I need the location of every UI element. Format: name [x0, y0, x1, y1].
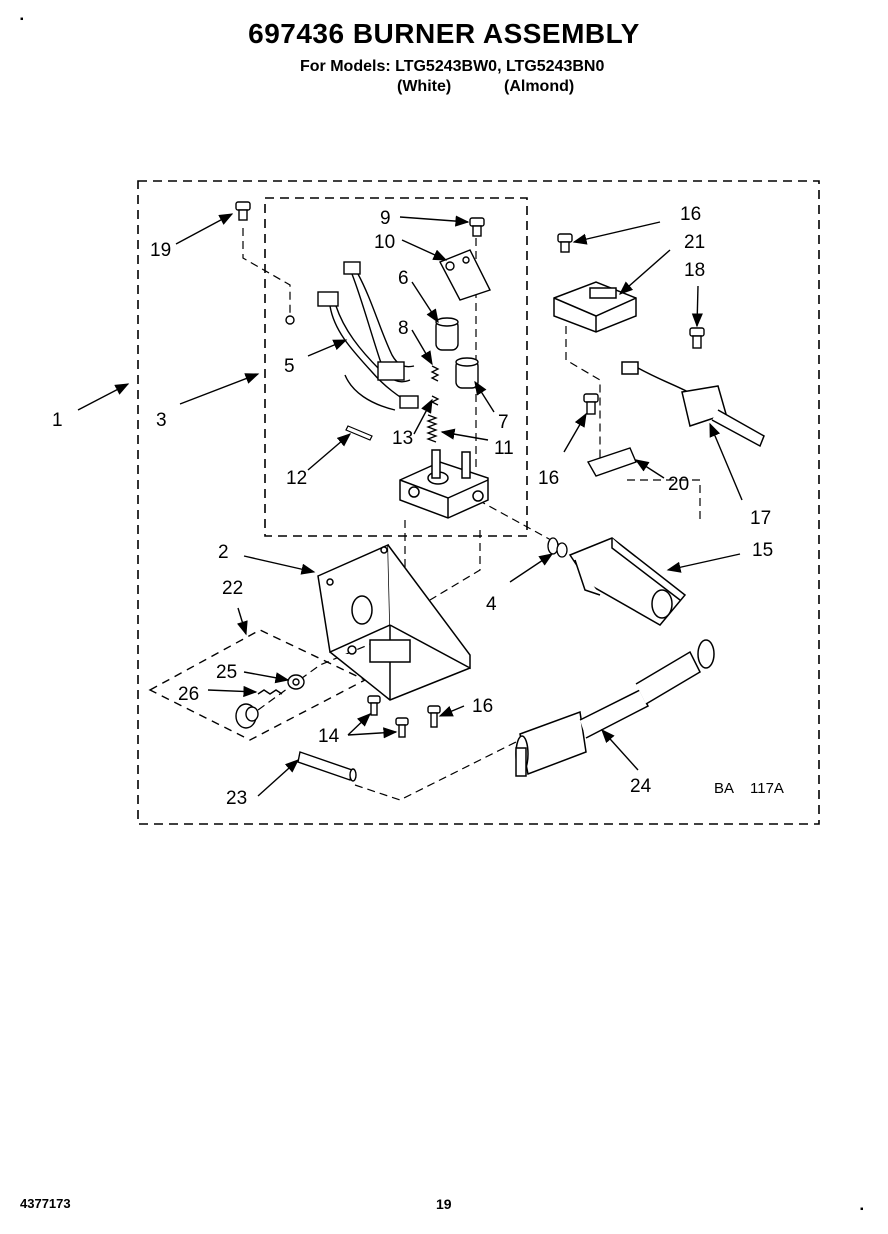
- callout-15: 15: [752, 540, 773, 561]
- callout-16-mid: 16: [538, 468, 559, 489]
- nut-25: [287, 674, 305, 690]
- spring-13-top: [430, 395, 440, 406]
- burner-tube-15: [568, 537, 687, 626]
- screw-14a: [367, 695, 381, 716]
- spring-26: [257, 689, 283, 695]
- callout-13: 13: [392, 428, 413, 449]
- outer-assembly-frame: [137, 180, 820, 825]
- screw-16-top: [557, 233, 573, 253]
- callout-labels: 1 2 3 4 5 6 7 8 9 10 11 12 13 14 15 16 1…: [52, 204, 784, 809]
- diagram-ref: 117A: [750, 780, 784, 797]
- corner-mark-bottom: ▪: [860, 1204, 864, 1215]
- coil-7: [455, 357, 479, 389]
- page-title: 697436 BURNER ASSEMBLY: [248, 18, 640, 49]
- callout-5: 5: [284, 356, 295, 377]
- gas-pipe-24: [515, 639, 715, 777]
- screw-18: [689, 327, 705, 349]
- callout-24: 24: [630, 776, 652, 797]
- callout-1: 1: [52, 410, 63, 431]
- screw-14b: [395, 717, 409, 738]
- spring-11: [426, 414, 438, 443]
- screw-9: [469, 217, 485, 237]
- callout-16-bottom: 16: [472, 696, 493, 717]
- gas-valve: [399, 449, 489, 519]
- callout-9: 9: [380, 208, 391, 229]
- callout-25: 25: [216, 662, 237, 683]
- bracket-10: [439, 249, 491, 301]
- callout-6: 6: [398, 268, 409, 289]
- callout-11: 11: [494, 438, 514, 459]
- model-numbers: For Models: LTG5243BW0, LTG5243BN0: [300, 58, 605, 75]
- wire-harness-5: [285, 261, 419, 411]
- callout-4: 4: [486, 594, 497, 615]
- callout-12: 12: [286, 468, 307, 489]
- screw-16-bottom: [427, 705, 441, 728]
- mounting-bracket-2: [317, 543, 471, 701]
- igniter-17: [621, 361, 765, 448]
- color-white-label: (White): [397, 78, 452, 95]
- document-number: 4377173: [20, 1196, 71, 1211]
- callout-16-top: 16: [680, 204, 701, 225]
- callout-3: 3: [156, 410, 167, 431]
- callout-22: 22: [222, 578, 243, 599]
- clamp-26: [235, 703, 259, 729]
- callout-8: 8: [398, 318, 409, 339]
- callout-18: 18: [684, 260, 705, 281]
- diagram-code: BA: [714, 780, 734, 797]
- screw-16-mid: [583, 393, 599, 415]
- flame-sensor-21: [553, 281, 637, 333]
- callout-26: 26: [178, 684, 199, 705]
- callout-21: 21: [684, 232, 705, 253]
- callout-19: 19: [150, 240, 171, 261]
- corner-mark-top: ▪: [20, 14, 24, 25]
- color-almond-label: (Almond): [504, 78, 575, 95]
- page-number: 19: [436, 1196, 452, 1212]
- callout-10: 10: [374, 232, 395, 253]
- callout-14: 14: [318, 726, 340, 747]
- callout-7: 7: [498, 412, 509, 433]
- screw-19: [235, 201, 251, 221]
- stud-23: [297, 751, 357, 782]
- bracket-20: [586, 447, 637, 477]
- callout-20: 20: [668, 474, 689, 495]
- pin-12: [345, 425, 373, 441]
- callout-23: 23: [226, 788, 247, 809]
- coil-6: [435, 317, 459, 351]
- callout-2: 2: [218, 542, 229, 563]
- spring-8: [430, 365, 440, 382]
- callout-17: 17: [750, 508, 771, 529]
- callout-leaders: [77, 213, 743, 797]
